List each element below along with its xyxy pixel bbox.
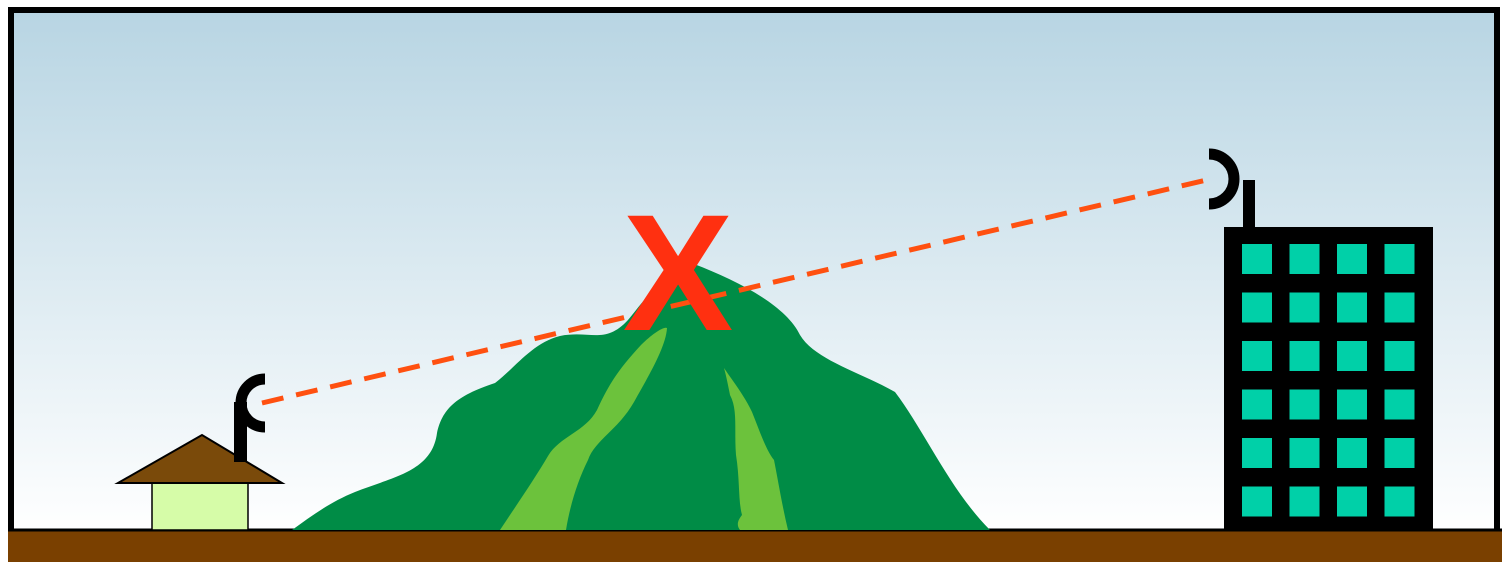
building-window — [1290, 438, 1320, 468]
building-window — [1290, 390, 1320, 420]
building-window — [1290, 341, 1320, 371]
building-window — [1242, 487, 1272, 517]
building-window — [1290, 244, 1320, 274]
building-window — [1337, 341, 1367, 371]
building-window — [1337, 293, 1367, 323]
building-window — [1337, 390, 1367, 420]
building-window — [1290, 487, 1320, 517]
building-window — [1385, 487, 1415, 517]
building-window — [1337, 487, 1367, 517]
building-window — [1385, 293, 1415, 323]
building-window — [1242, 244, 1272, 274]
blocked-x-label: X — [623, 181, 734, 366]
building-window — [1290, 293, 1320, 323]
building-window — [1385, 438, 1415, 468]
building-window — [1337, 244, 1367, 274]
building-antenna-mast — [1243, 180, 1255, 227]
building-window — [1385, 390, 1415, 420]
office-building — [1224, 227, 1433, 530]
building-window — [1242, 390, 1272, 420]
ground — [8, 530, 1502, 562]
building-window — [1242, 438, 1272, 468]
building-window — [1385, 341, 1415, 371]
house-wall — [152, 482, 248, 530]
x-mark-icon: X — [623, 181, 734, 366]
building-window — [1385, 244, 1415, 274]
building-window — [1242, 341, 1272, 371]
building-window — [1242, 293, 1272, 323]
building-window — [1337, 438, 1367, 468]
